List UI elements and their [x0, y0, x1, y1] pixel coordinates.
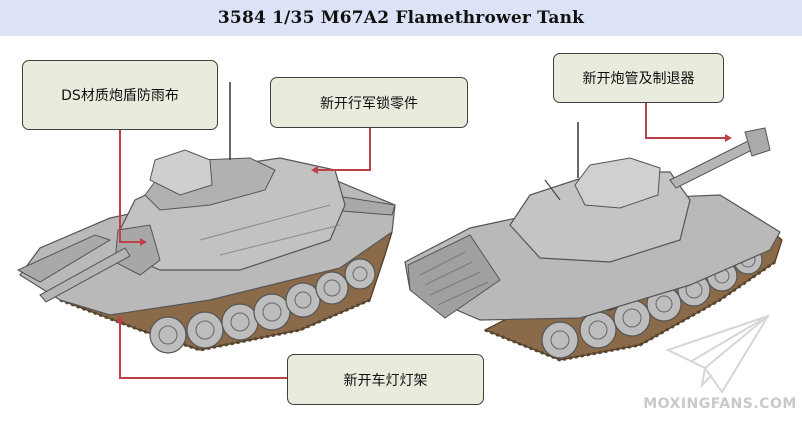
right-tank: [404, 122, 783, 362]
leader-lines: [116, 103, 732, 379]
title-bar: 3584 1/35 M67A2 Flamethrower Tank: [0, 0, 802, 36]
leader-travel-lock: [318, 128, 371, 171]
page-title: 3584 1/35 M67A2 Flamethrower Tank: [217, 8, 585, 28]
watermark-text: MOXINGFANS.COM: [643, 396, 797, 412]
watermark-logo: [665, 314, 771, 394]
callout-headlight-guard-text: 新开车灯灯架: [343, 372, 428, 389]
callout-barrel-muzzle-text: 新开炮管及制退器: [582, 71, 695, 87]
leader-barrel: [645, 103, 725, 139]
callout-barrel-muzzle: 新开炮管及制退器: [553, 53, 724, 103]
callout-travel-lock-text: 新开行军锁零件: [320, 95, 418, 112]
left-tank: [16, 82, 396, 354]
leader-mantlet: [119, 130, 140, 243]
callout-travel-lock: 新开行军锁零件: [270, 77, 468, 128]
leader-headlight: [119, 322, 287, 379]
callout-headlight-guard: 新开车灯灯架: [287, 354, 484, 405]
callout-mantlet-cover-text: DS材质炮盾防雨布: [61, 88, 179, 104]
callout-mantlet-cover: DS材质炮盾防雨布: [22, 60, 218, 130]
